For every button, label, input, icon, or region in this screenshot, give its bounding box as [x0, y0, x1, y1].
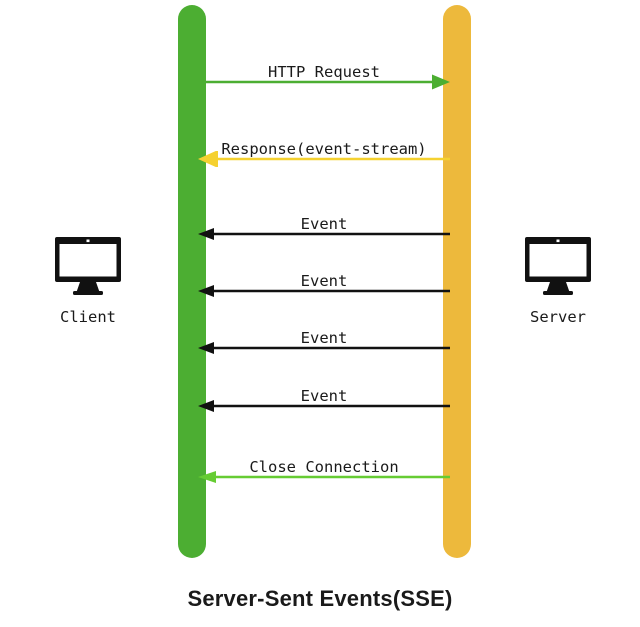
- arrow-left-black-icon: [198, 342, 450, 354]
- message-event-3: Event: [196, 329, 452, 356]
- message-event-2: Event: [196, 272, 452, 299]
- participant-label-server: Server: [530, 308, 586, 326]
- participant-label-client: Client: [60, 308, 116, 326]
- participant-client: Client: [18, 236, 158, 326]
- arrow-right-green-icon: [200, 74, 450, 90]
- participant-server: Server: [488, 236, 628, 326]
- message-label-close-connection: Close Connection: [249, 458, 399, 476]
- arrow-left-yellow-icon: [198, 151, 450, 167]
- message-close-connection: Close Connection: [196, 458, 452, 485]
- message-response-event-stream: Response(event-stream): [196, 140, 452, 167]
- arrow-left-lightgreen-icon: [198, 471, 450, 483]
- message-event-4: Event: [196, 387, 452, 414]
- message-event-1: Event: [196, 215, 452, 242]
- diagram-title: Server-Sent Events(SSE): [187, 586, 453, 611]
- message-http-request: HTTP Request: [196, 63, 452, 90]
- arrow-left-black-icon: [198, 228, 450, 240]
- monitor-icon: [55, 237, 121, 295]
- lifeline-client: [178, 5, 206, 558]
- message-label-event-3: Event: [300, 329, 348, 347]
- message-label-event-2: Event: [300, 272, 348, 290]
- arrow-left-black-icon: [198, 285, 450, 297]
- lifeline-server: [443, 5, 471, 558]
- message-label-response-event-stream: Response(event-stream): [221, 140, 427, 158]
- message-label-event-1: Event: [300, 215, 348, 233]
- message-label-http-request: HTTP Request: [268, 63, 380, 81]
- monitor-icon: [525, 237, 591, 295]
- arrow-left-black-icon: [198, 400, 450, 412]
- message-label-event-4: Event: [300, 387, 348, 405]
